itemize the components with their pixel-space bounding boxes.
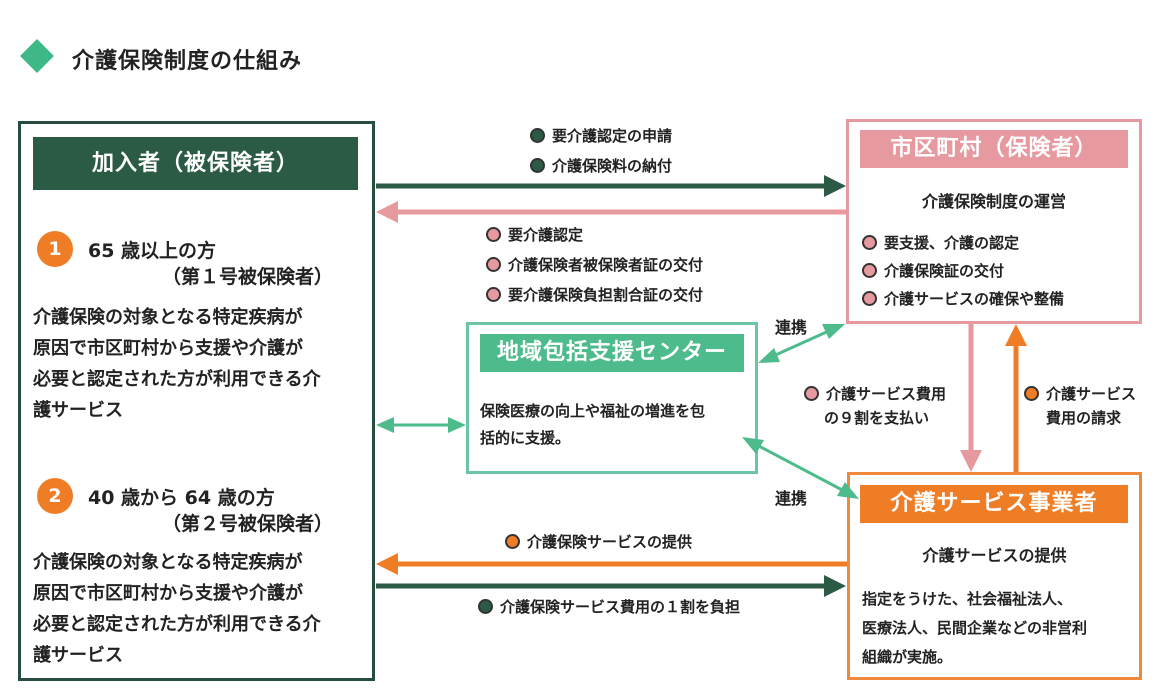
group1-description: 介護保険の対象となる特定疾病が 原因で市区町村から支援や介護が 必要と認定された… <box>33 307 321 421</box>
bullet-icon <box>804 386 819 401</box>
flow-label-from-city: 要介護保険負担割合証の交付 <box>486 284 703 305</box>
flow-label-city-to-provider: 介護サービス費用 <box>804 383 946 404</box>
arrow-provider-to-city <box>1005 324 1027 472</box>
city-item: 介護サービスの確保や整備 <box>862 288 1064 309</box>
city-subtitle: 介護保険制度の運営 <box>921 192 1066 211</box>
city-item: 要支援、介護の認定 <box>862 232 1019 253</box>
arrow-member-to-provider <box>376 575 846 597</box>
arrow-member-to-city <box>376 175 846 197</box>
renkei-label-city: 連携 <box>775 318 808 337</box>
bullet-icon <box>862 291 877 306</box>
arrow-city-to-provider <box>960 324 982 472</box>
group2-subtitle: （第２号被保険者） <box>162 513 334 535</box>
arrow-center-city <box>758 324 845 363</box>
flow-label-to-city: 介護保険料の納付 <box>530 155 672 176</box>
bullet-icon <box>862 235 877 250</box>
group2-description: 介護保険の対象となる特定疾病が 原因で市区町村から支援や介護が 必要と認定された… <box>33 552 321 666</box>
member-header: 加入者（被保険者） <box>33 137 358 190</box>
center-description: 保険医療の向上や福祉の増進を包 括的に支援。 <box>480 402 706 447</box>
group1-subtitle: （第１号被保険者） <box>162 266 334 288</box>
flow-label-from-city: 要介護認定 <box>486 224 583 245</box>
flow-label-from-city: 介護保険者被保険者証の交付 <box>486 254 703 275</box>
bullet-icon <box>530 158 545 173</box>
bullet-icon <box>862 263 877 278</box>
arrow-city-to-member <box>376 201 846 223</box>
arrow-center-provider <box>742 437 859 499</box>
flow-label-member-to-provider: 介護保険サービス費用の１割を負担 <box>478 596 740 617</box>
flow-label-provider-to-city: 介護サービス <box>1024 383 1136 404</box>
provider-subtitle: 介護サービスの提供 <box>922 546 1067 565</box>
flow-label-provider-to-member: 介護保険サービスの提供 <box>505 531 692 552</box>
flow-label-city-to-provider: の９割を支払い <box>824 409 930 427</box>
provider-description: 指定をうけた、社会福祉法人、 医療法人、民間企業などの非営利 組織が実施。 <box>862 590 1088 666</box>
city-item: 介護保険証の交付 <box>862 260 1004 281</box>
flow-label-to-city: 要介護認定の申請 <box>530 125 672 146</box>
page-title: 介護保険制度の仕組み <box>72 49 303 74</box>
group2-title: 40 歳から 64 歳の方 <box>88 487 275 509</box>
bullet-icon <box>505 534 520 549</box>
bullet-icon <box>478 599 493 614</box>
bullet-icon <box>486 257 501 272</box>
arrow-provider-to-member <box>376 553 847 575</box>
group1-title: 65 歳以上の方 <box>88 240 217 262</box>
center-header: 地域包括支援センター <box>480 334 744 372</box>
renkei-label-provider: 連携 <box>775 489 808 508</box>
group1-number-badge: 1 <box>37 231 73 267</box>
provider-header: 介護サービス事業者 <box>860 485 1128 523</box>
flow-label-provider-to-city: 費用の請求 <box>1046 409 1122 427</box>
arrow-member-center <box>376 417 466 433</box>
bullet-icon <box>1024 386 1039 401</box>
bullet-icon <box>530 128 545 143</box>
city-header: 市区町村（保険者） <box>860 130 1128 168</box>
bullet-icon <box>486 287 501 302</box>
group2-number-badge: 2 <box>37 478 73 514</box>
member-box <box>18 121 375 681</box>
bullet-icon <box>486 227 501 242</box>
